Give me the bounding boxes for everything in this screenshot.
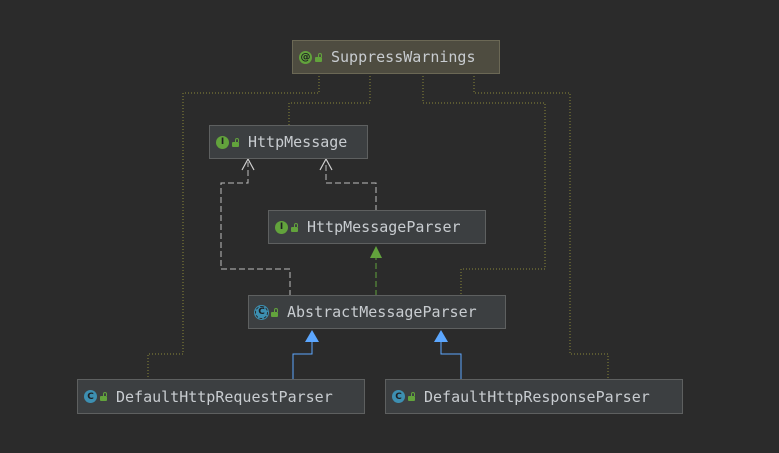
class-icon: C xyxy=(392,390,405,403)
interface-icon-group: I xyxy=(216,135,241,149)
class-icon: C xyxy=(84,390,97,403)
annotation-edge-response-parser xyxy=(473,73,609,380)
node-label: DefaultHttpRequestParser xyxy=(116,387,333,406)
abstract-class-icon-group: C xyxy=(254,304,280,320)
dependency-edges xyxy=(220,162,377,296)
node-http-message-parser[interactable]: I HttpMessageParser xyxy=(268,210,486,244)
extends-arrowhead-response xyxy=(434,330,448,342)
dependency-arrowheads xyxy=(241,157,333,171)
extends-edge-request-parser xyxy=(292,342,313,380)
class-icon-group: C xyxy=(84,390,109,403)
node-label: AbstractMessageParser xyxy=(287,303,477,321)
implements-arrowhead xyxy=(370,246,382,258)
extends-arrowhead-request xyxy=(305,330,319,342)
lock-icon xyxy=(232,137,241,147)
annotation-edge-http-message xyxy=(288,73,371,126)
extends-edge-response-parser xyxy=(440,342,462,380)
interface-icon-group: I xyxy=(275,220,300,234)
lock-icon xyxy=(291,222,300,232)
lock-icon xyxy=(271,307,280,317)
annotation-edges xyxy=(147,73,609,380)
lock-icon xyxy=(100,392,109,401)
lock-icon xyxy=(408,392,417,401)
annotation-edge-request-parser xyxy=(147,73,320,380)
node-default-http-request-parser[interactable]: C DefaultHttpRequestParser xyxy=(77,379,365,414)
lock-icon xyxy=(315,52,324,62)
annotation-icon: @ xyxy=(299,50,312,64)
node-label: DefaultHttpResponseParser xyxy=(424,387,650,406)
interface-icon: I xyxy=(216,135,229,149)
node-suppress-warnings[interactable]: @ SuppressWarnings xyxy=(292,40,500,74)
node-http-message[interactable]: I HttpMessage xyxy=(209,125,368,159)
node-abstract-message-parser[interactable]: C AbstractMessageParser xyxy=(248,295,506,329)
class-icon-group: C xyxy=(392,390,417,403)
dependency-edge-parser-to-message xyxy=(325,162,377,211)
dependency-arrowhead-2 xyxy=(319,157,333,171)
annotation-edge-abstract-parser xyxy=(422,73,546,296)
node-label: HttpMessageParser xyxy=(307,218,461,236)
interface-icon: I xyxy=(275,220,288,234)
node-label: SuppressWarnings xyxy=(331,48,476,66)
annotation-icon-group: @ xyxy=(299,50,324,64)
node-default-http-response-parser[interactable]: C DefaultHttpResponseParser xyxy=(385,379,683,414)
dependency-arrowhead-1 xyxy=(241,157,255,171)
abstract-class-icon: C xyxy=(254,304,269,320)
dependency-edge-abstract-to-message xyxy=(220,162,291,296)
node-label: HttpMessage xyxy=(248,133,348,151)
